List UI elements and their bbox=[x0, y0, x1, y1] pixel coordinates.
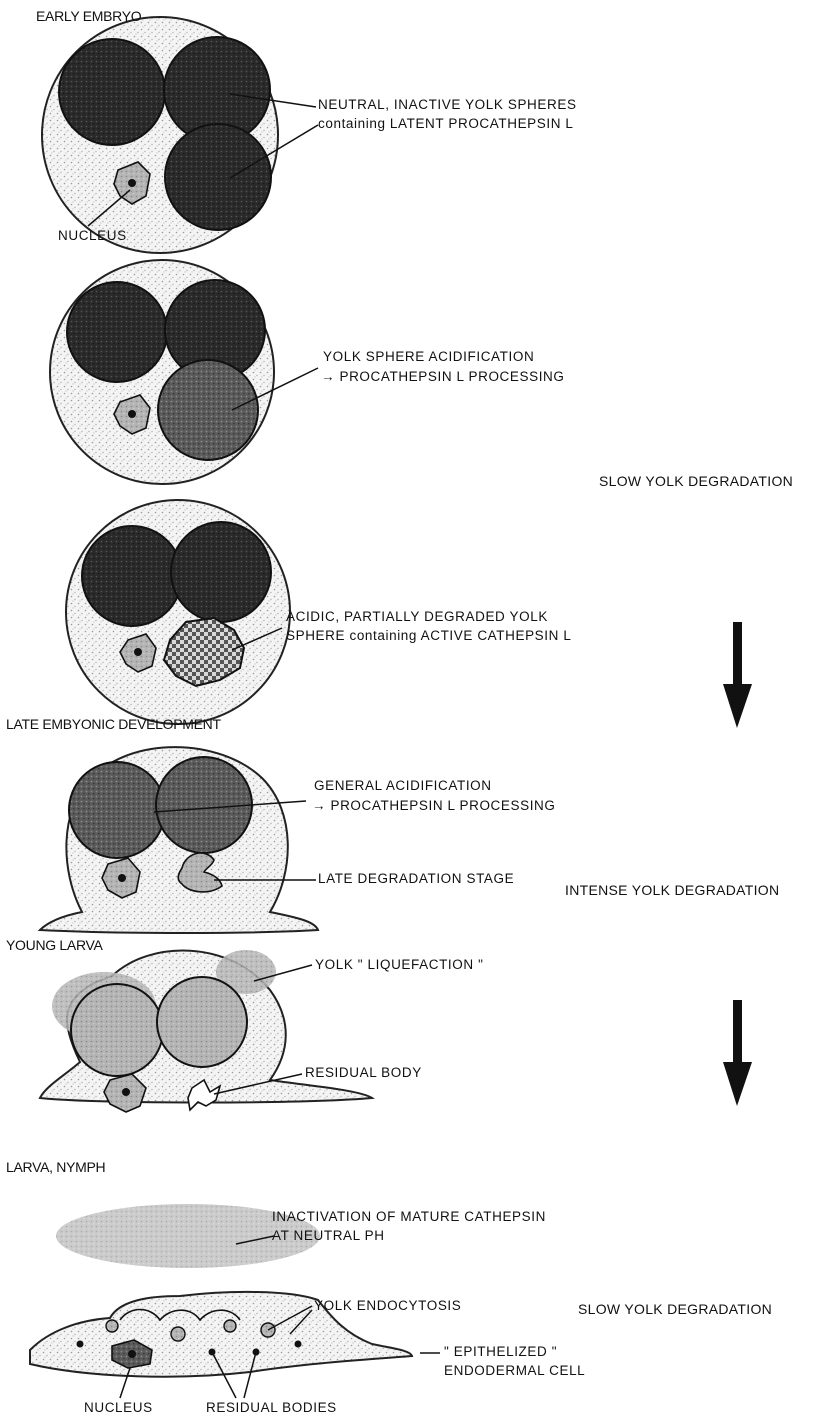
label-endocytosis: YOLK ENDOCYTOSIS bbox=[314, 1298, 461, 1313]
label-acidic-line2: SPHERE containing ACTIVE CATHEPSIN L bbox=[286, 628, 571, 643]
stage-young-larva: YOUNG LARVA bbox=[6, 937, 103, 953]
cell-acidification bbox=[50, 260, 318, 484]
label-epithelized-line2: ENDODERMAL CELL bbox=[444, 1363, 585, 1378]
label-residual-bodies: RESIDUAL BODIES bbox=[206, 1400, 337, 1415]
cell-liquefaction bbox=[40, 950, 372, 1112]
stage-larva-nymph: LARVA, NYMPH bbox=[6, 1159, 105, 1175]
stage-early-embryo: EARLY EMBRYO bbox=[36, 8, 141, 24]
right-arrow-icon: → bbox=[312, 798, 326, 813]
label-neutral-line2: containing LATENT PROCATHEPSIN L bbox=[318, 116, 574, 131]
stage-late-embryonic: LATE EMBYONIC DEVELOPMENT bbox=[6, 716, 221, 732]
down-arrow-1 bbox=[723, 622, 752, 728]
label-nucleus-bottom: NUCLEUS bbox=[84, 1400, 153, 1415]
cell-partial-degradation bbox=[66, 500, 290, 724]
label-nucleus-top: NUCLEUS bbox=[58, 228, 127, 243]
label-acidic-line1: ACIDIC, PARTIALLY DEGRADED YOLK bbox=[286, 609, 548, 624]
note-slow-degradation-2: SLOW YOLK DEGRADATION bbox=[578, 1301, 772, 1317]
note-intense-degradation: INTENSE YOLK DEGRADATION bbox=[565, 882, 779, 898]
label-general-line1: GENERAL ACIDIFICATION bbox=[314, 778, 492, 793]
label-epithelized-line1: " EPITHELIZED " bbox=[444, 1344, 557, 1359]
label-inactivation-line2: AT NEUTRAL PH bbox=[272, 1228, 385, 1243]
note-slow-degradation-1: SLOW YOLK DEGRADATION bbox=[599, 473, 793, 489]
label-acidification-line2: → PROCATHEPSIN L PROCESSING bbox=[321, 369, 565, 384]
label-late-stage: LATE DEGRADATION STAGE bbox=[318, 871, 514, 886]
label-general-line2: → PROCATHEPSIN L PROCESSING bbox=[312, 798, 556, 813]
label-residual-body: RESIDUAL BODY bbox=[305, 1065, 422, 1080]
cell-general-acidification bbox=[40, 747, 318, 933]
cell-early-embryo bbox=[42, 17, 318, 253]
down-arrow-2 bbox=[723, 1000, 752, 1106]
label-acidification-line1: YOLK SPHERE ACIDIFICATION bbox=[323, 349, 534, 364]
yolk-sphere bbox=[165, 124, 271, 230]
label-liquefaction: YOLK " LIQUEFACTION " bbox=[315, 957, 483, 972]
yolk-sphere bbox=[59, 39, 165, 145]
label-inactivation-line1: INACTIVATION OF MATURE CATHEPSIN bbox=[272, 1209, 546, 1224]
label-neutral-line1: NEUTRAL, INACTIVE YOLK SPHERES bbox=[318, 97, 577, 112]
right-arrow-icon: → bbox=[321, 369, 335, 384]
